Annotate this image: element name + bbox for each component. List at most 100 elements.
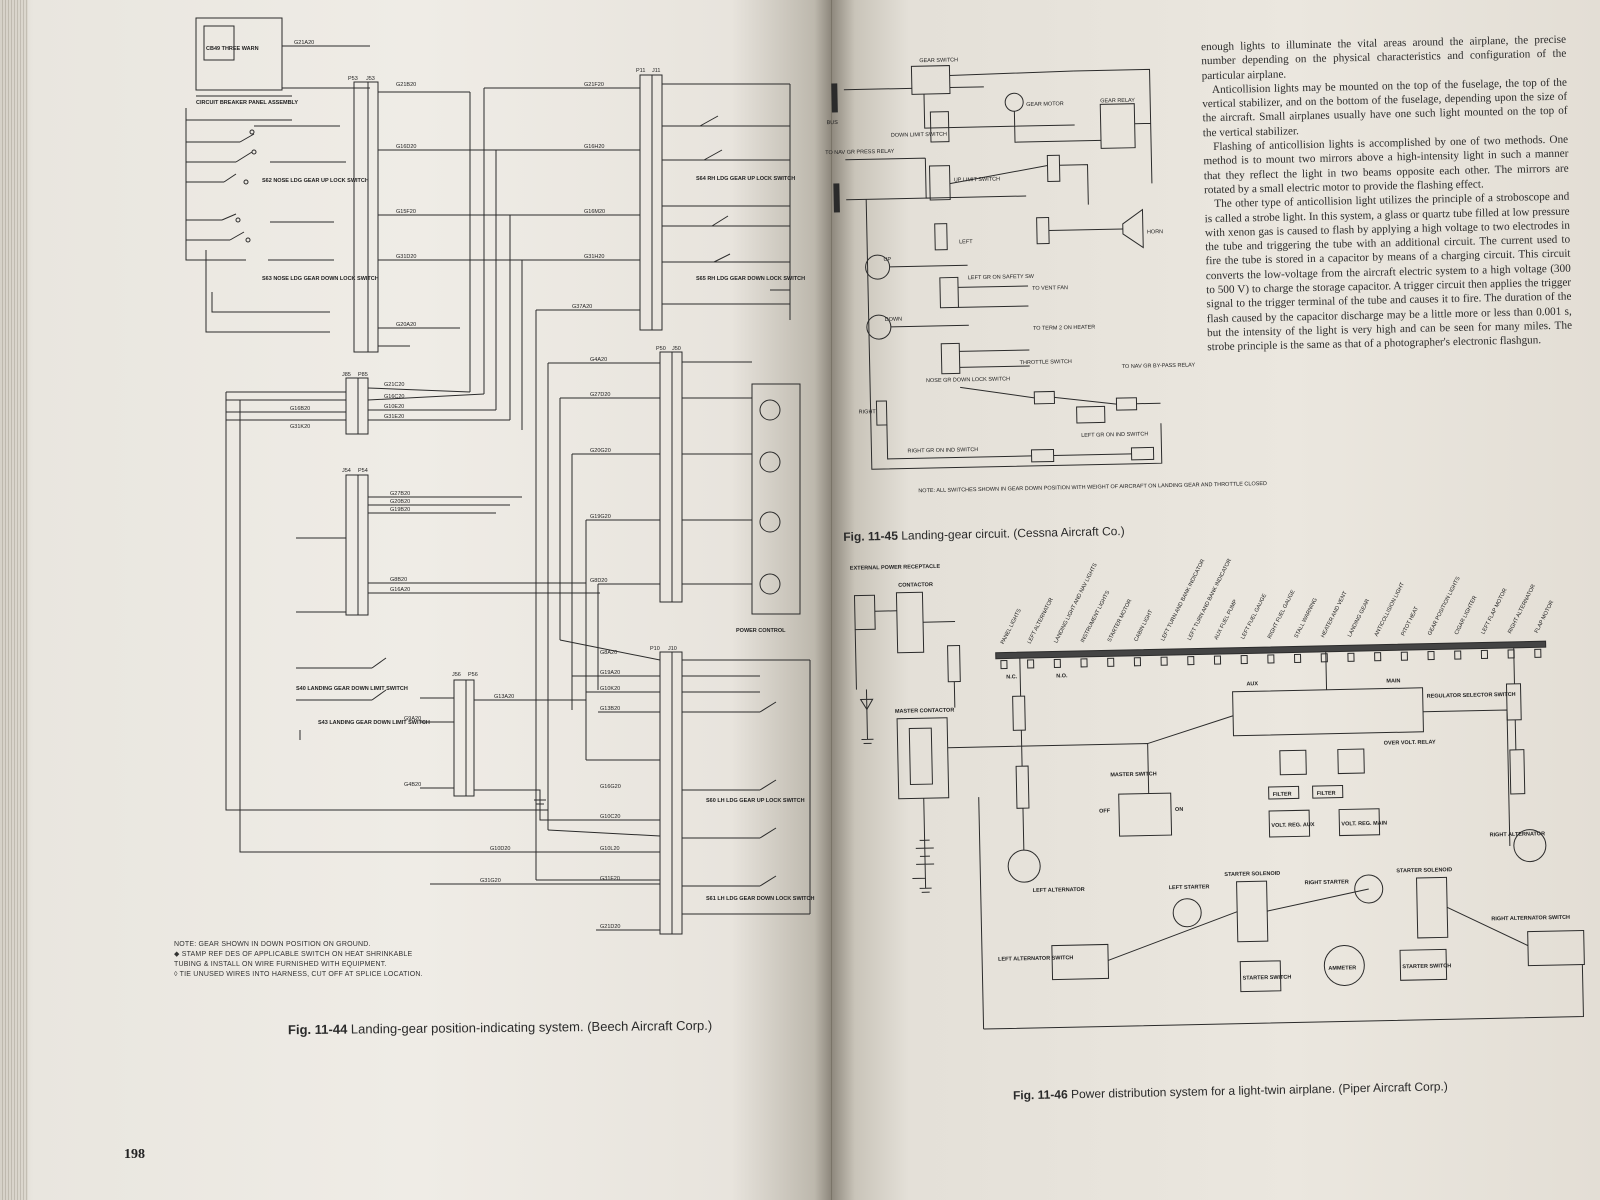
filter-label: FILTER (1273, 792, 1292, 798)
bus-load-label: PANEL LIGHTS (1000, 608, 1023, 646)
connector-label: P10 (650, 646, 660, 652)
wire-label: G21D20 (600, 924, 621, 930)
volt-reg-main-label: VOLT. REG. MAIN (1341, 821, 1387, 828)
bus-load-label: PITOT HEAT (1400, 605, 1420, 637)
wire-label: G19A20 (600, 670, 620, 676)
bus-load-label: RIGHT ALTERNATOR (1507, 584, 1537, 635)
master-switch-label: MASTER SWITCH (1110, 771, 1157, 778)
connector-label: J54 (342, 468, 351, 474)
s61-label: S61 LH LDG GEAR DOWN LOCK SWITCH (706, 896, 815, 902)
note-line: ◊ TIE UNUSED WIRES INTO HARNESS, CUT OFF… (174, 971, 423, 978)
connector-label: J85 (342, 372, 351, 378)
f45-label: TO NAV GR BY-PASS RELAY (1122, 362, 1196, 370)
connector-label: J53 (366, 76, 375, 82)
paragraph: Flashing of anticollision lights is acco… (1203, 133, 1569, 197)
right-alternator-label: RIGHT ALTERNATOR (1490, 831, 1546, 838)
wire-label: G37A20 (572, 304, 592, 310)
right-page-content: GEAR SWITCH GEAR MOTOR GEAR RELAY DOWN L… (825, 0, 1600, 1200)
bus-load-label: RIGHT FUEL GAUGE (1267, 589, 1297, 640)
aux-label: AUX (1246, 681, 1258, 687)
contactor-label: CONTACTOR (898, 582, 933, 589)
figure-caption-text: Power distribution system for a light-tw… (1070, 1079, 1448, 1102)
connector-label: P54 (358, 468, 368, 474)
wire-label: G4A20 (590, 357, 607, 363)
volt-reg-aux-label: VOLT. REG. AUX (1271, 822, 1315, 829)
connector-label: J10 (668, 646, 677, 652)
main-label: MAIN (1386, 678, 1400, 684)
f45-label: GEAR MOTOR (1026, 101, 1064, 108)
wire-label: G20B20 (390, 499, 410, 505)
cb-item-label: CB49 THREE WARN (206, 46, 259, 52)
f45-label: TO VENT FAN (1032, 285, 1068, 292)
note-line: ◆ STAMP REF DES OF APPLICABLE SWITCH ON … (174, 951, 413, 968)
bus-load-label: LEFT TURN AND BANK INDICATOR (1160, 558, 1206, 642)
bus-load-label: ANTICOLLISION LIGHT (1374, 581, 1407, 637)
wire-label: G16C20 (384, 394, 405, 400)
f45-label: RIGHT GR ON IND SWITCH (907, 447, 978, 454)
f45-label: BUS (827, 120, 839, 126)
wire-label: G31D20 (396, 254, 417, 260)
wire-label: G19B20 (390, 507, 410, 513)
bus-load-label: FLAP MOTOR (1534, 600, 1555, 634)
wire-label: G13A20 (494, 694, 514, 700)
wire-label: G15F20 (396, 209, 416, 215)
bus-breaker (1080, 658, 1088, 668)
f45-label: THROTTLE SWITCH (1020, 359, 1072, 366)
starter-solenoid-label: STARTER SOLENOID (1396, 867, 1452, 874)
bus-load-label: INSTRUMENT LIGHTS (1080, 590, 1111, 644)
bus-breaker (1240, 654, 1248, 665)
f45-label: TO NAV GR PRESS RELAY (825, 149, 895, 156)
bus-load-label: STARTER MOTOR (1107, 598, 1134, 643)
connector-label: P85 (358, 372, 368, 378)
figure-number: Fig. 11-45 (843, 528, 899, 544)
s43-label: S43 LANDING GEAR DOWN LIMIT SWITCH (318, 720, 430, 726)
regulator-selector-label: REGULATOR SELECTOR SWITCH (1427, 692, 1516, 700)
wire-label: G10K20 (600, 686, 620, 692)
wire-label: G20A20 (396, 322, 416, 328)
figure-number: Fig. 11-46 (1012, 1087, 1068, 1103)
f45-label: GEAR SWITCH (919, 57, 958, 64)
bus-load-label: AUX FUEL PUMP (1214, 599, 1239, 641)
f45-label: NOSE GR DOWN LOCK SWITCH (926, 376, 1010, 384)
f45-label: RIGHT (859, 409, 877, 415)
bus-breaker (1293, 653, 1302, 663)
starter-switch-label: STARTER SWITCH (1402, 963, 1451, 970)
bus-breaker (1267, 654, 1275, 664)
wire-label: G21B20 (396, 82, 416, 88)
wire-label: G31H20 (584, 254, 605, 260)
bus-load-label: HEATER AND VENT (1320, 590, 1349, 639)
figure-11-45-caption: Fig. 11-45 Landing-gear circuit. (Cessna… (843, 524, 1125, 544)
wire-label: G21F20 (584, 82, 604, 88)
bus-breaker (1534, 648, 1542, 658)
f45-note: NOTE: ALL SWITCHES SHOWN IN GEAR DOWN PO… (918, 481, 1267, 494)
wire-label: G27B20 (390, 491, 410, 497)
right-page: GEAR SWITCH GEAR MOTOR GEAR RELAY DOWN L… (825, 0, 1600, 1200)
bus-breaker (1160, 656, 1168, 666)
left-starter-label: LEFT STARTER (1169, 884, 1210, 891)
cb-panel-label: CIRCUIT BREAKER PANEL ASSEMBLY (196, 100, 298, 106)
bus-breaker (1000, 659, 1008, 670)
bus-load-label: STALL WARNING (1294, 597, 1319, 639)
left-alternator-switch-label: LEFT ALTERNATOR SWITCH (998, 955, 1073, 963)
f45-label: GEAR RELAY (1100, 98, 1135, 105)
f45-label: TO TERM 2 ON HEATER (1033, 325, 1095, 332)
f45-label: HORN (1147, 229, 1163, 235)
ammeter-label: AMMETER (1328, 965, 1356, 972)
wire-label: G13B20 (600, 706, 620, 712)
connector-label: P56 (468, 672, 478, 678)
figure-number: Fig. 11-44 (287, 1021, 348, 1038)
wire-label: G4B20 (404, 782, 421, 788)
figure-11-44-notes: NOTE: GEAR SHOWN IN DOWN POSITION ON GRO… (174, 940, 434, 980)
bus-load-label: LANDING GEAR (1347, 598, 1371, 638)
f45-label: LEFT GR ON IND SWITCH (1081, 431, 1148, 438)
s40-label: S40 LANDING GEAR DOWN LIMIT SWITCH (296, 686, 408, 692)
bus-breaker (1053, 658, 1061, 668)
f45-label: LEFT (959, 239, 973, 245)
wire-label: G8B20 (390, 577, 407, 583)
wire-label: G16B20 (290, 406, 310, 412)
wire-label: G20G20 (590, 448, 611, 454)
connector-label: J11 (652, 68, 660, 74)
